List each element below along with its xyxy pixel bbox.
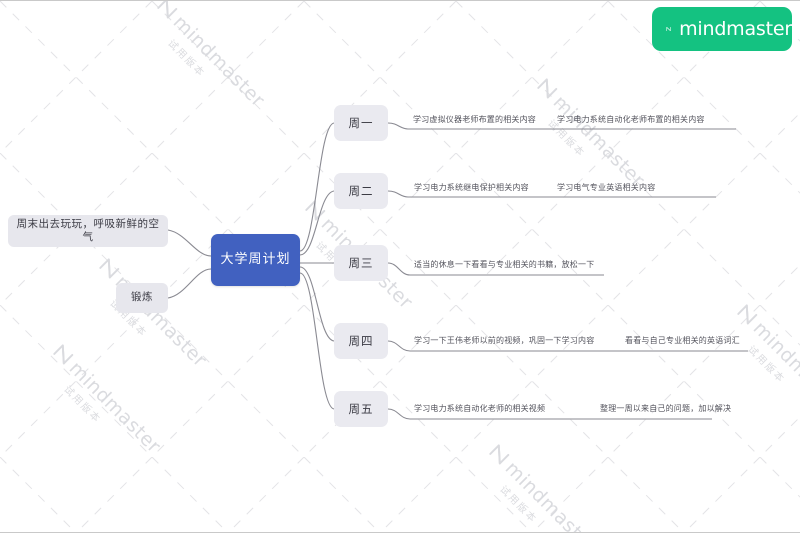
watermark-label: mindmaster <box>748 317 800 418</box>
watermark-label: mindmaster <box>64 357 166 458</box>
side-node-exercise[interactable]: 锻炼 <box>116 283 168 313</box>
branch-node-monday[interactable]: 周一 <box>334 105 388 141</box>
side-node-label: 周末出去玩玩，呼吸新鲜的空气 <box>16 217 160 243</box>
leaf-text[interactable]: 看看与自己专业相关的英语词汇 <box>625 336 740 345</box>
leaf-text[interactable]: 学习一下王伟老师以前的视频，巩固一下学习内容 <box>414 336 595 345</box>
branch-node-friday[interactable]: 周五 <box>334 391 388 427</box>
watermark: mindmaster 试用版本 <box>721 301 800 429</box>
logo-label: mindmaster <box>679 18 792 40</box>
mindmaster-m-icon <box>489 444 510 465</box>
watermark-label: mindmaster <box>500 457 602 533</box>
leaf-text[interactable]: 整理一周以来自己的问题，加以解决 <box>600 404 732 413</box>
watermark-sublabel: 试用版本 <box>165 38 207 80</box>
mindmaster-m-icon <box>157 1 178 19</box>
leaf-text[interactable]: 学习电力系统继电保护相关内容 <box>414 183 529 192</box>
branch-node-wednesday[interactable]: 周三 <box>334 245 388 281</box>
watermark: mindmaster 试用版本 <box>473 441 602 533</box>
branch-node-label: 周二 <box>348 183 374 198</box>
leaf-text[interactable]: 学习虚拟仪器老师布置的相关内容 <box>413 115 536 124</box>
leaf-text[interactable]: 适当的休息一下看看与专业相关的书籍，放松一下 <box>414 260 595 269</box>
watermark-sublabel: 试用版本 <box>61 384 103 426</box>
branch-node-thursday[interactable]: 周四 <box>334 323 388 359</box>
root-node[interactable]: 大学周计划 <box>211 234 300 286</box>
mindmaster-m-icon <box>537 78 558 99</box>
branch-node-label: 周五 <box>348 401 374 416</box>
mindmaster-m-icon <box>737 304 758 325</box>
side-node-weekend[interactable]: 周末出去玩玩，呼吸新鲜的空气 <box>8 215 168 247</box>
branch-node-tuesday[interactable]: 周二 <box>334 173 388 209</box>
leaf-text[interactable]: 学习电力系统自动化老师的相关视频 <box>414 404 546 413</box>
mindmaster-m-icon <box>305 200 326 221</box>
branch-node-label: 周一 <box>348 115 374 130</box>
mindmaster-logo[interactable]: mindmaster <box>652 7 792 51</box>
leaf-text[interactable]: 学习电气专业英语相关内容 <box>557 183 656 192</box>
root-node-label: 大学周计划 <box>220 251 291 267</box>
watermark-label: mindmaster <box>548 91 650 192</box>
watermark-label: mindmaster <box>168 11 270 112</box>
mindmaster-m-icon <box>53 344 74 365</box>
watermark-sublabel: 试用版本 <box>497 484 539 526</box>
branch-node-label: 周四 <box>348 333 374 348</box>
watermark: mindmaster 试用版本 <box>83 255 211 383</box>
watermark-sublabel: 试用版本 <box>745 344 787 386</box>
watermark: mindmaster 试用版本 <box>141 1 270 123</box>
watermark: mindmaster 试用版本 <box>37 341 165 469</box>
mindmaster-m-icon <box>99 258 120 279</box>
side-node-label: 锻炼 <box>131 291 153 304</box>
mindmaster-m-icon <box>666 27 671 31</box>
branch-node-label: 周三 <box>348 255 374 270</box>
leaf-text[interactable]: 学习电力系统自动化老师布置的相关内容 <box>557 115 705 124</box>
